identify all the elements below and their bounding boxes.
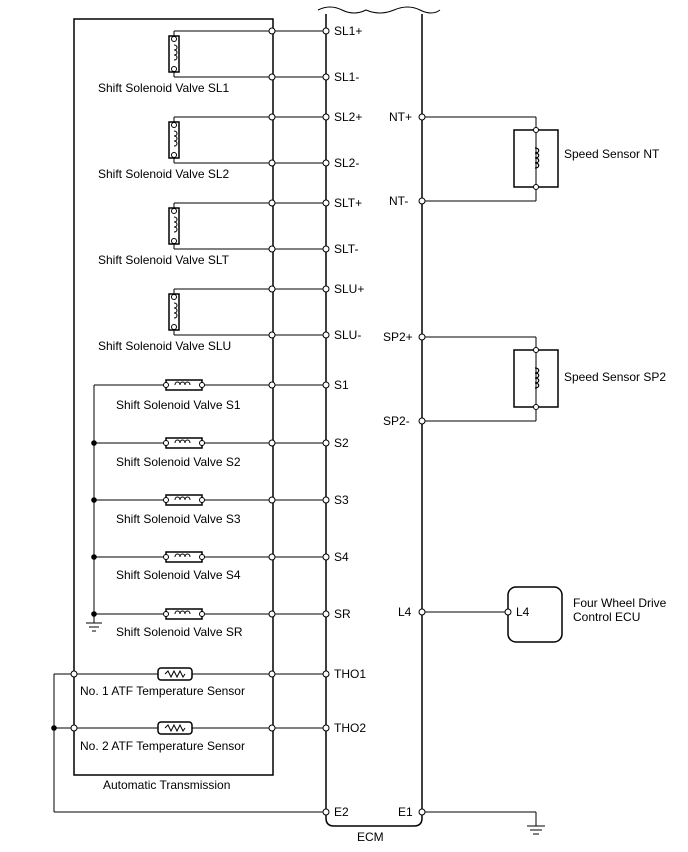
solenoid-label: Shift Solenoid Valve S4 <box>116 568 241 582</box>
pin-s2: S2 <box>334 436 349 450</box>
pin-sr: SR <box>334 607 351 621</box>
pin-sp2-pos: SP2+ <box>383 330 413 344</box>
solenoid-s3: Shift Solenoid Valve S3 <box>91 494 326 526</box>
coil-icon <box>165 551 203 563</box>
coil-icon <box>165 494 203 506</box>
atf-temp-sensor-2: No. 2 ATF Temperature Sensor <box>54 721 326 753</box>
pin-nt-pos: NT+ <box>389 110 412 124</box>
solenoid-sl2: Shift Solenoid Valve SL2 <box>98 113 326 181</box>
coil-icon <box>165 608 203 620</box>
ground-icon <box>527 825 545 835</box>
thermistor-icon <box>157 721 193 735</box>
pin-s1: S1 <box>334 378 349 392</box>
temp-sensor-label: No. 2 ATF Temperature Sensor <box>80 739 245 753</box>
pin-s3: S3 <box>334 493 349 507</box>
pin-sl1-pos: SL1+ <box>334 24 362 38</box>
pin-l4: L4 <box>398 605 412 619</box>
solenoid-label: Shift Solenoid Valve SLT <box>98 253 230 267</box>
speed-sensor-sp2: Speed Sensor SP2 <box>422 336 666 422</box>
solenoid-label: Shift Solenoid Valve SL1 <box>98 81 230 95</box>
solenoid-sr: Shift Solenoid Valve SR <box>91 608 326 639</box>
four-wd-pin-label: L4 <box>516 605 530 619</box>
temp-sensor-label: No. 1 ATF Temperature Sensor <box>80 684 245 698</box>
pin-slt-neg: SLT- <box>334 242 358 256</box>
pin-slu-pos: SLU+ <box>334 282 364 296</box>
pin-sl1-neg: SL1- <box>334 70 359 84</box>
solenoid-label: Shift Solenoid Valve SL2 <box>98 167 230 181</box>
solenoid-label: Shift Solenoid Valve S3 <box>116 512 241 526</box>
solenoid-label: Shift Solenoid Valve SR <box>116 625 243 639</box>
pin-tho2: THO2 <box>334 721 366 735</box>
solenoid-sl1: Shift Solenoid Valve SL1 <box>98 27 326 95</box>
ecm-right-terminals <box>418 113 426 816</box>
solenoid-label: Shift Solenoid Valve S2 <box>116 455 241 469</box>
solenoid-s1: Shift Solenoid Valve S1 <box>94 379 326 412</box>
pin-e2: E2 <box>334 805 349 819</box>
pin-sl2-neg: SL2- <box>334 156 359 170</box>
solenoid-s4: Shift Solenoid Valve S4 <box>91 551 326 582</box>
four-wd-name-line1: Four Wheel Drive <box>573 596 667 610</box>
transmission-label: Automatic Transmission <box>103 778 230 792</box>
ecm-body <box>325 14 423 827</box>
solenoid-label: Shift Solenoid Valve S1 <box>116 398 241 412</box>
speed-sensor-nt: Speed Sensor NT <box>422 116 660 202</box>
atf-temp-sensor-1: No. 1 ATF Temperature Sensor <box>54 667 326 698</box>
solenoid-s2: Shift Solenoid Valve S2 <box>91 437 326 469</box>
pin-tho1: THO1 <box>334 667 366 681</box>
speed-sensor-label: Speed Sensor NT <box>564 147 660 161</box>
ecm-left-terminals <box>322 27 330 816</box>
ground-icon <box>86 622 102 632</box>
four-wd-name-line2: Control ECU <box>573 610 640 624</box>
pin-sp2-neg: SP2- <box>383 414 410 428</box>
pin-s4: S4 <box>334 550 349 564</box>
transmission-housing <box>73 18 274 776</box>
solenoid-label: Shift Solenoid Valve SLU <box>98 339 231 353</box>
speed-sensor-label: Speed Sensor SP2 <box>564 370 666 384</box>
pin-slu-neg: SLU- <box>334 328 361 342</box>
solenoid-slu: Shift Solenoid Valve SLU <box>98 285 326 353</box>
coil-icon <box>165 379 203 391</box>
ecm-break-mark <box>317 6 441 14</box>
pin-e1: E1 <box>398 805 413 819</box>
pin-nt-neg: NT- <box>389 194 408 208</box>
coil-icon <box>165 437 203 449</box>
four-wd-control-ecu: L4 Four Wheel Drive Control ECU <box>422 586 667 643</box>
ecm-label: ECM <box>357 830 384 844</box>
thermistor-icon <box>157 667 193 681</box>
pin-slt-pos: SLT+ <box>334 196 362 210</box>
solenoid-slt: Shift Solenoid Valve SLT <box>98 199 326 267</box>
pin-sl2-pos: SL2+ <box>334 110 362 124</box>
